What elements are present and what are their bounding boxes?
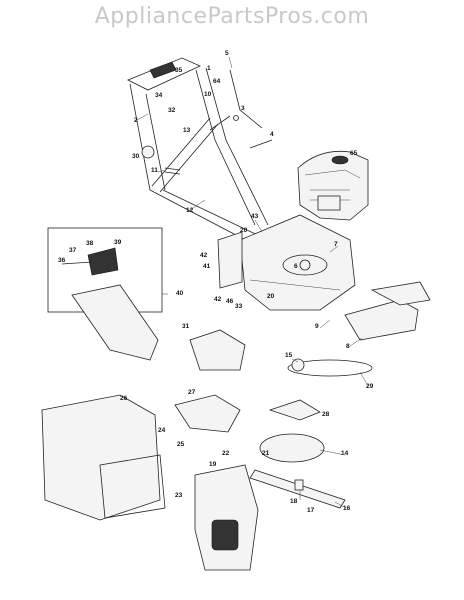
callout-42-upper: 42 <box>200 252 208 259</box>
callout-29: 29 <box>366 383 374 390</box>
grass-bag <box>41 394 161 521</box>
callout-4: 4 <box>270 131 274 138</box>
cable <box>209 115 231 131</box>
control-cable <box>229 69 263 129</box>
callout-2: 2 <box>134 117 138 124</box>
callout-24: 24 <box>158 427 166 434</box>
hinge-rod <box>61 261 93 265</box>
handle-knob <box>141 145 155 159</box>
battery <box>211 519 239 551</box>
callout-7: 7 <box>334 241 338 248</box>
callout-15: 15 <box>285 352 293 359</box>
callout-14: 14 <box>341 450 349 457</box>
engine <box>297 150 369 221</box>
mower-deck <box>217 214 356 311</box>
callout-16: 16 <box>343 505 351 512</box>
mulch-plug <box>370 281 431 306</box>
callout-21: 21 <box>262 450 270 457</box>
leader-lines <box>136 56 369 509</box>
callout-37: 37 <box>69 247 77 254</box>
callout-30: 30 <box>132 153 140 160</box>
callout-20-upper: 20 <box>240 227 248 234</box>
callout-40: 40 <box>176 290 184 297</box>
callout-46: 46 <box>226 298 234 305</box>
bag-lid <box>174 394 241 433</box>
handle-bolt <box>164 167 181 175</box>
pulley <box>291 358 305 372</box>
callout-10: 10 <box>204 91 212 98</box>
nut <box>233 115 239 121</box>
callout-25: 25 <box>177 441 185 448</box>
hinge-bracket <box>87 247 119 276</box>
callout-42-lower: 42 <box>214 296 222 303</box>
discharge-chute <box>71 284 159 361</box>
pin <box>249 139 273 149</box>
callout-23: 23 <box>175 492 183 499</box>
callout-34: 34 <box>155 92 163 99</box>
drive-belt <box>287 359 373 377</box>
callout-18: 18 <box>290 498 298 505</box>
callout-20-lower: 20 <box>267 293 275 300</box>
callout-12: 12 <box>186 207 194 214</box>
callout-17: 17 <box>307 507 315 514</box>
bag-frame <box>99 454 166 519</box>
callout-22: 22 <box>222 450 230 457</box>
callout-8: 8 <box>346 343 350 350</box>
watermark: AppliancePartsPros.com <box>94 4 370 29</box>
side-plug <box>189 329 246 371</box>
callout-35: 35 <box>175 67 183 74</box>
callout-64: 64 <box>213 78 221 85</box>
callout-6: 6 <box>294 263 298 270</box>
rear-flap <box>344 299 419 341</box>
callout-36: 36 <box>58 257 66 264</box>
callout-labels: 5 1 35 64 10 34 32 3 2 13 4 30 65 11 12 … <box>58 50 374 514</box>
rear-cover <box>194 464 259 571</box>
upper-handle <box>127 57 269 246</box>
callout-43: 43 <box>251 213 259 220</box>
callout-39: 39 <box>114 239 122 246</box>
callout-26: 26 <box>120 395 128 402</box>
callout-41: 41 <box>203 263 211 270</box>
callout-11: 11 <box>151 167 158 174</box>
callout-27: 27 <box>188 389 196 396</box>
callout-32: 32 <box>168 107 176 114</box>
callout-3: 3 <box>241 105 245 112</box>
callout-33: 33 <box>235 303 243 310</box>
transmission <box>268 399 321 421</box>
callout-9: 9 <box>315 323 319 330</box>
blade-bolt <box>294 479 304 491</box>
callout-13: 13 <box>183 127 191 134</box>
callout-1: 1 <box>207 65 211 72</box>
callout-31: 31 <box>182 323 190 330</box>
callout-19: 19 <box>209 461 217 468</box>
callout-38: 38 <box>86 240 94 247</box>
blade-adapter <box>259 433 325 463</box>
callout-5: 5 <box>225 50 229 57</box>
callout-28: 28 <box>322 411 330 418</box>
callout-65: 65 <box>350 150 358 157</box>
